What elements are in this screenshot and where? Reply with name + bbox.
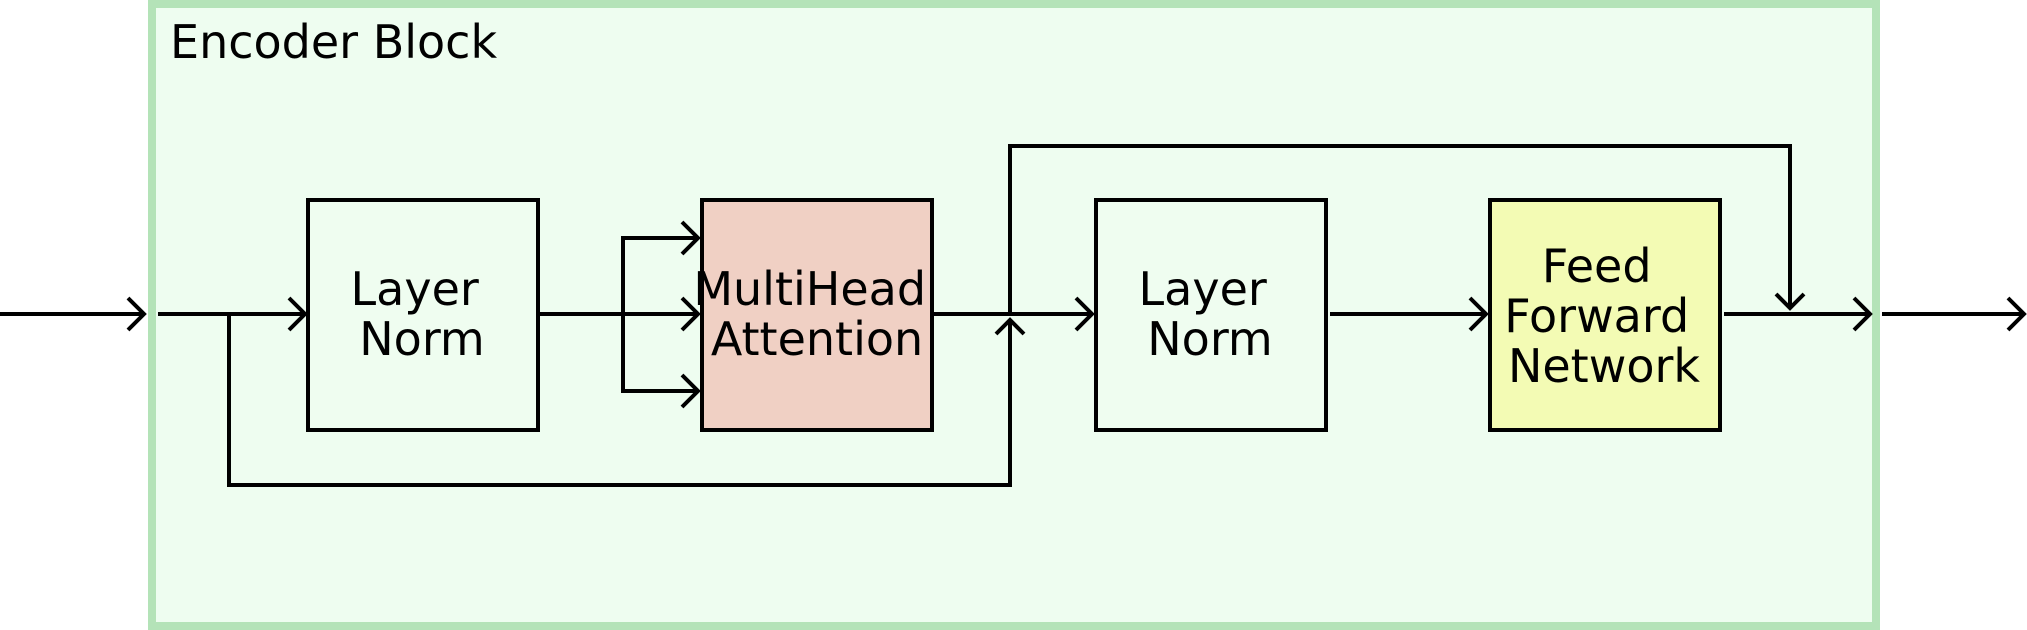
residual-connection-1 [227, 314, 1026, 487]
layer-norm-1-block: Layer Norm [306, 198, 540, 432]
qkv-split-arrows [540, 220, 701, 409]
layer-norm-2-box [1094, 198, 1328, 432]
layer-norm-to-feed-forward-arrow [1330, 296, 1489, 332]
feed-forward-network-label: Feed Forward Network [1504, 239, 1704, 393]
feed-forward-to-output-arrow [1724, 296, 1873, 332]
input-to-layer-norm-arrow [158, 296, 308, 332]
multihead-attention-box [700, 198, 934, 432]
layer-norm-1-label: Layer Norm [351, 262, 494, 366]
layer-norm-2-label: Layer Norm [1139, 262, 1282, 366]
layer-norm-2-block: Layer Norm [1094, 198, 1328, 432]
encoder-block-title: Encoder Block [170, 15, 497, 69]
multihead-attention-block: MultiHead Attention [693, 198, 940, 432]
residual-connection-2 [1008, 144, 1806, 314]
layer-norm-1-box [306, 198, 540, 432]
attention-to-layer-norm-arrow [934, 296, 1095, 332]
feed-forward-network-block: Feed Forward Network [1488, 198, 1722, 432]
multihead-attention-label: MultiHead Attention [693, 262, 940, 366]
input-arrow [0, 296, 147, 332]
feed-forward-network-box [1488, 198, 1722, 432]
output-arrow [1882, 296, 2027, 332]
